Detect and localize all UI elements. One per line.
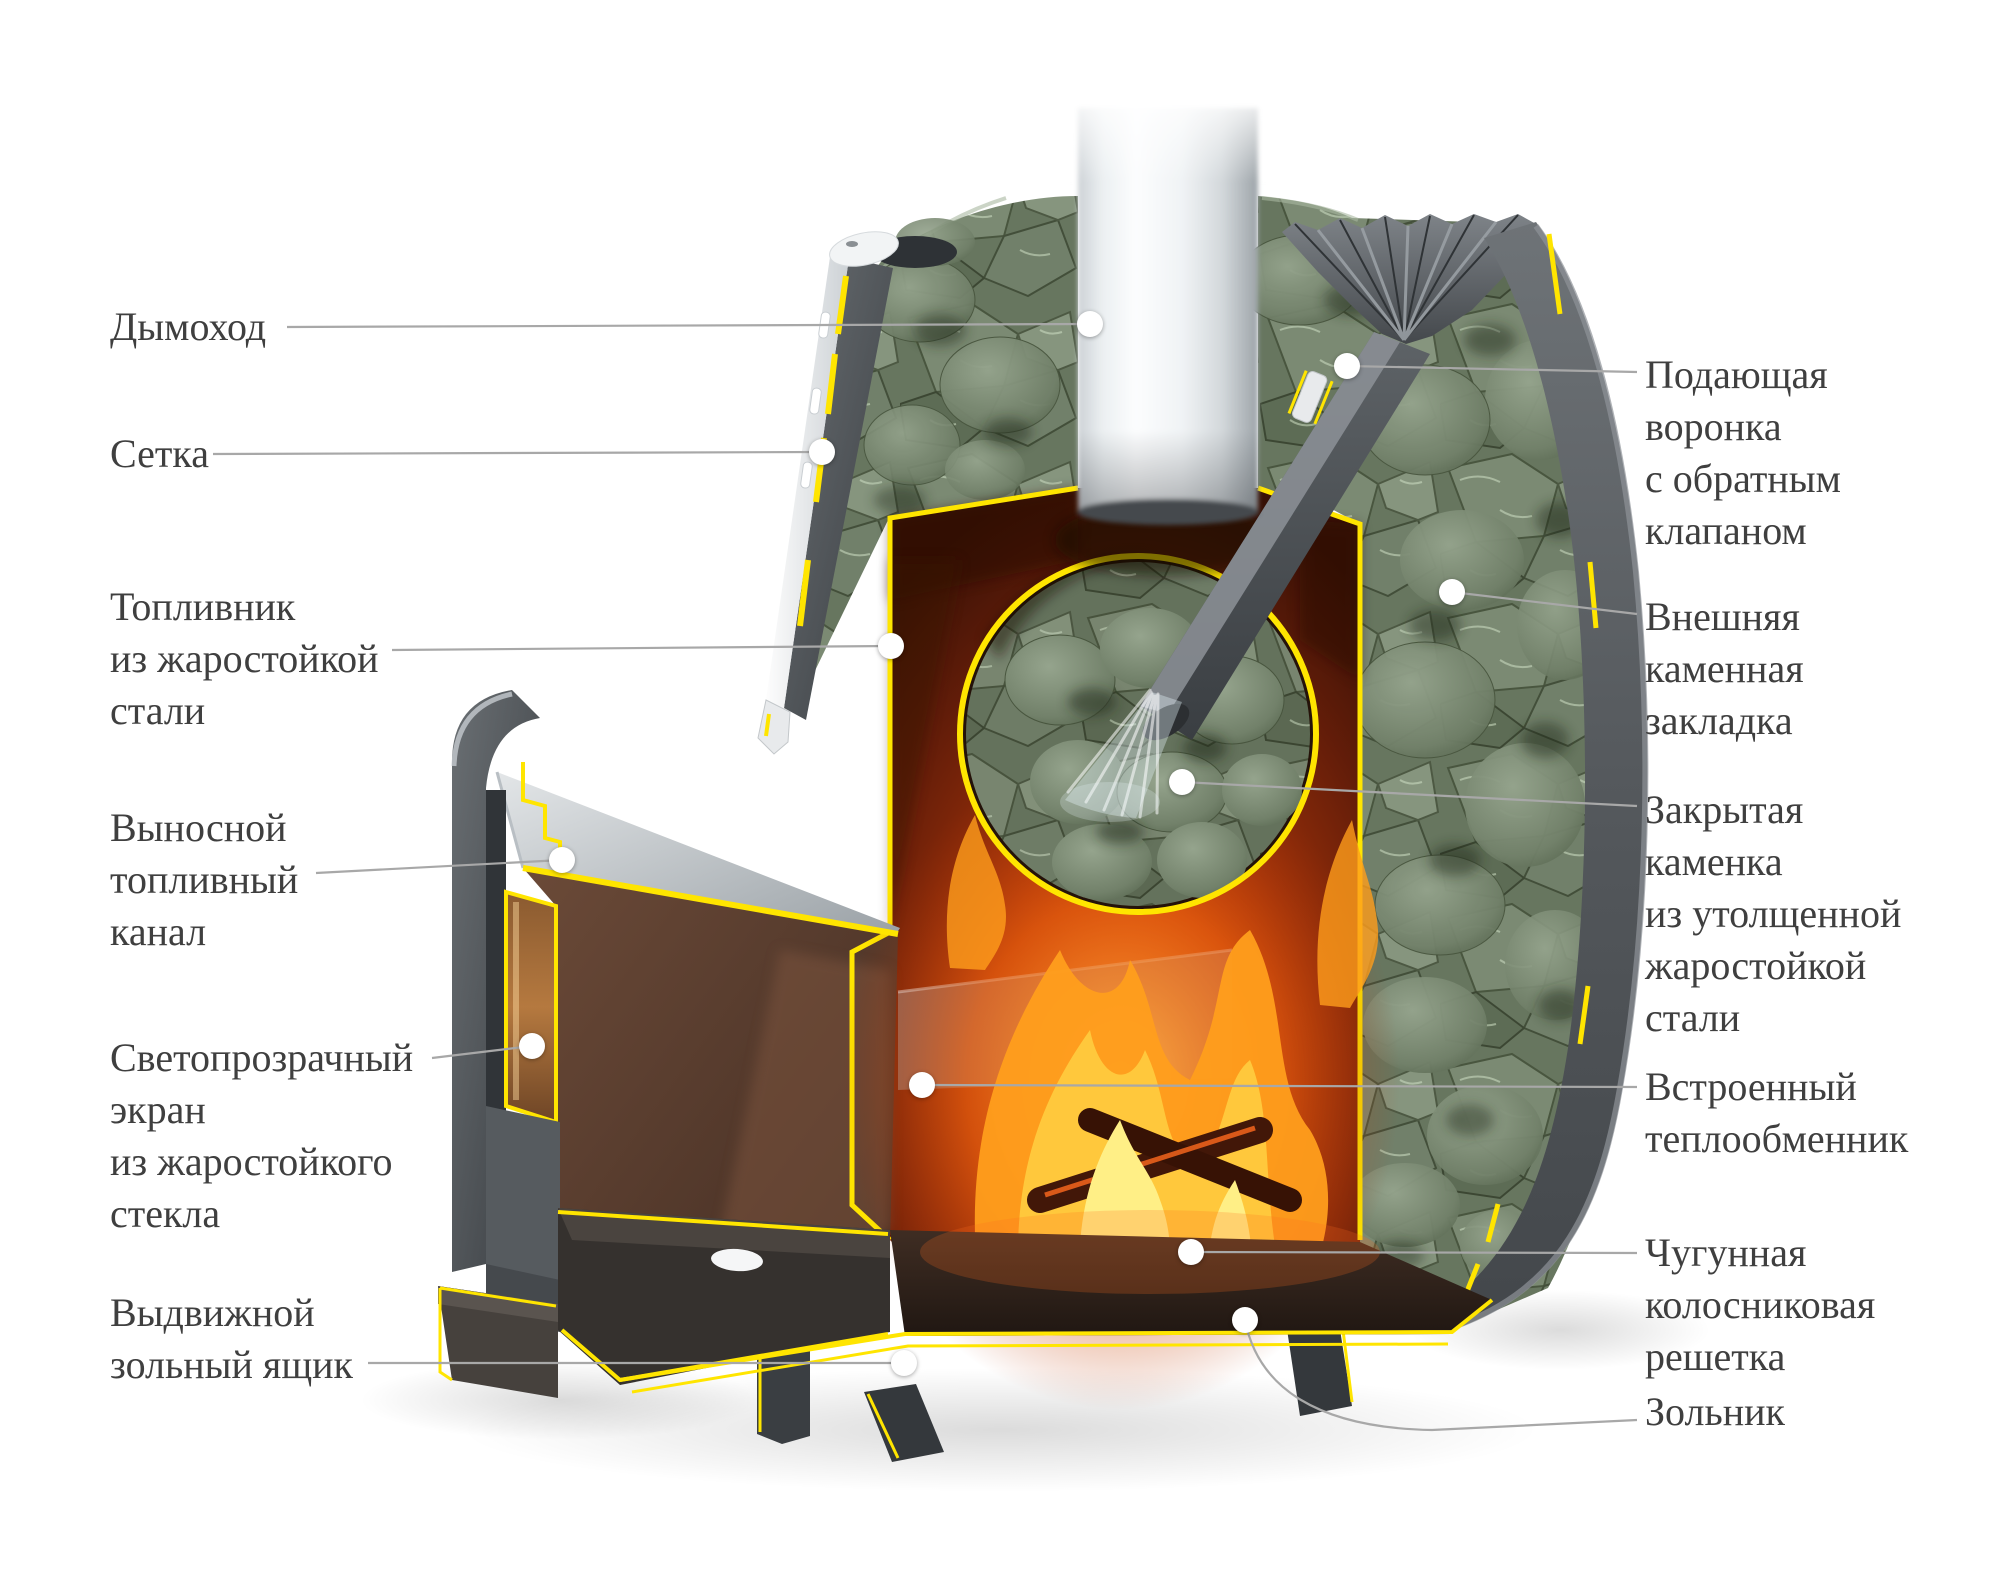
leader-feed-funnel <box>1346 364 1638 374</box>
label-feed-funnel-line-2: с обратным <box>1645 456 1841 501</box>
label-firebox-line-0: Топливник <box>110 584 296 629</box>
dot-ash-pan <box>1232 1307 1258 1333</box>
label-closed-kamenka-line-4: стали <box>1645 995 1741 1040</box>
label-firebox-line-2: стали <box>110 688 206 733</box>
label-chimney: Дымоход <box>110 301 266 353</box>
label-glass-screen-line-2: из жаростойкого <box>110 1139 393 1184</box>
label-fuel-channel-line-2: канал <box>110 909 207 954</box>
dot-mesh <box>809 439 835 465</box>
label-closed-kamenka: Закрытая каменка из утолщенной жаростойкой с… <box>1645 784 1901 1044</box>
label-grate-line-1: колосниковая <box>1645 1282 1876 1327</box>
leader-ash-pan <box>1243 1319 1638 1432</box>
label-glass-screen: Светопрозрачный экран из жаростойкого стекл… <box>110 1032 413 1240</box>
dot-firebox <box>878 633 904 659</box>
fuel-channel-assembly <box>451 690 900 1332</box>
leader-firebox <box>391 644 892 652</box>
base-assembly <box>438 1208 1494 1462</box>
dot-feed-funnel <box>1334 353 1360 379</box>
dot-glass-screen <box>519 1033 545 1059</box>
leader-closed-kamenka <box>1181 780 1638 808</box>
label-outer-stones-line-0: Внешняя <box>1645 594 1800 639</box>
label-ash-pan-line-0: Зольник <box>1645 1389 1785 1434</box>
leader-outer-stones <box>1451 590 1638 616</box>
dot-heat-exchanger <box>909 1072 935 1098</box>
label-mesh: Сетка <box>110 428 209 480</box>
dot-fuel-channel <box>549 847 575 873</box>
label-ash-drawer-line-1: зольный ящик <box>110 1342 353 1387</box>
label-closed-kamenka-line-0: Закрытая <box>1645 787 1804 832</box>
label-grate-line-0: Чугунная <box>1645 1230 1807 1275</box>
label-feed-funnel-line-1: воронка <box>1645 404 1782 449</box>
label-heat-exchanger: Встроенный теплообменник <box>1645 1061 1908 1165</box>
dot-grate <box>1178 1239 1204 1265</box>
leader-mesh <box>212 450 823 456</box>
dot-ash-drawer <box>891 1350 917 1376</box>
label-outer-stones-line-2: закладка <box>1645 698 1793 743</box>
label-closed-kamenka-line-3: жаростойкой <box>1645 943 1867 988</box>
label-fuel-channel: Выносной топливный канал <box>110 802 298 958</box>
kamenka-circle <box>957 553 1319 915</box>
label-glass-screen-line-0: Светопрозрачный <box>110 1035 414 1080</box>
label-feed-funnel-line-0: Подающая <box>1645 352 1828 397</box>
dot-outer-stones <box>1439 579 1465 605</box>
label-chimney-line-0: Дымоход <box>110 304 267 349</box>
label-ash-pan: Зольник <box>1645 1386 1785 1438</box>
label-glass-screen-line-3: стекла <box>110 1191 221 1236</box>
label-outer-stones: Внешняя каменная закладка <box>1645 591 1804 747</box>
label-closed-kamenka-line-1: каменка <box>1645 839 1783 884</box>
feed-funnel-assembly <box>1140 214 1536 741</box>
chimney-pipe <box>1066 86 1270 525</box>
label-feed-funnel-line-3: клапаном <box>1645 508 1807 553</box>
label-closed-kamenka-line-2: из утолщенной <box>1645 891 1902 936</box>
leader-grate <box>1190 1250 1638 1255</box>
leader-glass-screen <box>431 1044 533 1060</box>
label-grate-line-2: решетка <box>1645 1334 1786 1379</box>
label-firebox-line-1: из жаростойкой <box>110 636 379 681</box>
label-firebox: Топливник из жаростойкой стали <box>110 581 379 737</box>
label-heat-exchanger-line-1: теплообменник <box>1645 1116 1909 1161</box>
label-heat-exchanger-line-0: Встроенный <box>1645 1064 1857 1109</box>
dot-closed-kamenka <box>1169 769 1195 795</box>
mesh-panel <box>757 231 957 755</box>
dot-chimney <box>1077 311 1103 337</box>
label-outer-stones-line-1: каменная <box>1645 646 1804 691</box>
label-feed-funnel: Подающая воронка с обратным клапаном <box>1645 349 1841 557</box>
label-mesh-line-0: Сетка <box>110 431 209 476</box>
label-ash-drawer-line-0: Выдвижной <box>110 1290 315 1335</box>
water-spray <box>1060 688 1182 822</box>
label-ash-drawer: Выдвижной зольный ящик <box>110 1287 353 1391</box>
outer-right-wall <box>1434 222 1649 1330</box>
label-glass-screen-line-1: экран <box>110 1087 206 1132</box>
label-fuel-channel-line-1: топливный <box>110 857 299 902</box>
label-fuel-channel-line-0: Выносной <box>110 805 287 850</box>
leader-heat-exchanger <box>921 1083 1638 1089</box>
leader-fuel-channel <box>315 858 563 875</box>
label-grate: Чугунная колосниковая решетка <box>1645 1227 1875 1383</box>
leader-chimney <box>286 322 1091 329</box>
